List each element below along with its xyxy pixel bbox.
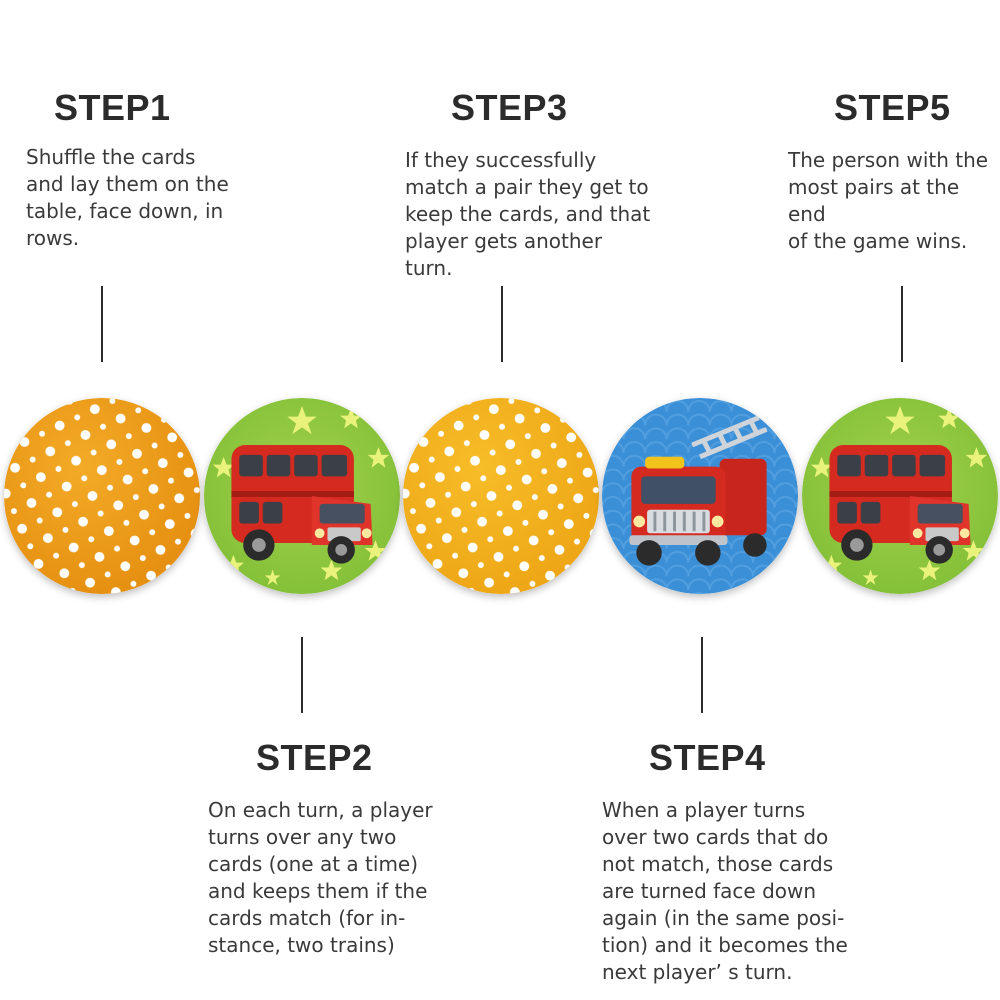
polka-dot-pattern bbox=[4, 398, 200, 594]
step1-description: Shuffle the cards and lay them on the ta… bbox=[26, 145, 229, 250]
card-fire-truck[interactable] bbox=[602, 398, 798, 594]
step2-title: STEP2 bbox=[256, 737, 373, 778]
step2-connector-line bbox=[301, 637, 303, 713]
step4-connector-line bbox=[701, 637, 703, 713]
star-icon bbox=[212, 405, 390, 586]
step3-title: STEP3 bbox=[451, 87, 568, 128]
step3-description: If they successfully match a pair they g… bbox=[405, 148, 651, 280]
step5-description: The person with the most pairs at the en… bbox=[788, 148, 989, 253]
fire-truck-icon bbox=[629, 415, 768, 566]
step4-description: When a player turns over two cards that … bbox=[602, 798, 848, 984]
bus-icon bbox=[231, 445, 373, 564]
polka-dot-pattern bbox=[403, 398, 599, 594]
card-back-yellow-dots[interactable] bbox=[403, 398, 599, 594]
step2-description: On each turn, a player turns over any tw… bbox=[208, 798, 433, 957]
card-back-orange-dots[interactable] bbox=[4, 398, 200, 594]
bus-icon bbox=[829, 445, 971, 564]
step4-title: STEP4 bbox=[649, 737, 766, 778]
step3-connector-line bbox=[501, 286, 503, 362]
step1-title: STEP1 bbox=[54, 87, 171, 128]
step1-connector-line bbox=[101, 286, 103, 362]
card-red-bus[interactable] bbox=[204, 398, 400, 594]
step5-title: STEP5 bbox=[834, 87, 951, 128]
step5-connector-line bbox=[901, 286, 903, 362]
card-red-bus[interactable] bbox=[802, 398, 998, 594]
